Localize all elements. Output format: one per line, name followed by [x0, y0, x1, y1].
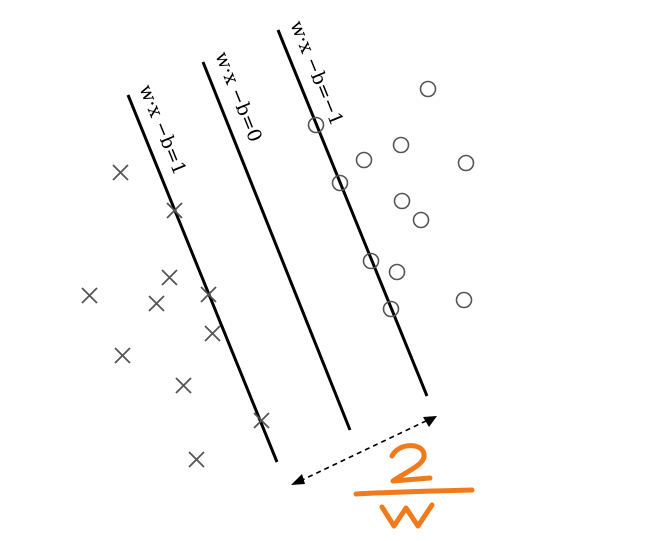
- decision-boundary-label: w·x −b=0: [210, 49, 266, 146]
- cross-marker: [161, 269, 178, 286]
- margin-denominator-text: w: [0, 0, 1, 1]
- margin-line-negative: [276, 29, 429, 397]
- circle-markers: [307, 80, 475, 318]
- margin-width-arrow: [291, 416, 437, 485]
- cross-marker: [204, 325, 221, 342]
- cross-marker: [81, 287, 98, 304]
- decision-boundary: [201, 61, 352, 431]
- arrowhead-right: [423, 416, 437, 427]
- fraction-bar: [353, 487, 475, 497]
- circle-marker: [419, 80, 437, 98]
- circle-marker: [331, 174, 349, 192]
- cross-marker: [188, 451, 205, 468]
- circle-marker: [392, 136, 410, 154]
- circle-marker: [388, 263, 406, 281]
- cross-marker: [253, 412, 270, 429]
- circle-marker: [362, 252, 380, 270]
- cross-marker: [175, 377, 192, 394]
- circle-marker: [355, 151, 373, 169]
- cross-marker: [148, 295, 165, 312]
- margin-line-positive: [126, 94, 279, 463]
- denominator-w: [379, 502, 435, 529]
- arrowhead-left: [291, 474, 305, 485]
- cross-marker: [166, 202, 183, 219]
- margin-fraction-annotation: [353, 443, 475, 529]
- cross-marker: [200, 286, 217, 303]
- cross-marker: [112, 164, 129, 181]
- cross-marker: [114, 347, 131, 364]
- circle-marker: [382, 300, 400, 318]
- circle-marker: [412, 211, 430, 229]
- circle-marker: [455, 291, 473, 309]
- numerator-two: [389, 443, 433, 484]
- circle-marker: [307, 116, 325, 134]
- cross-markers: [81, 164, 270, 468]
- circle-marker: [393, 192, 411, 210]
- circle-marker: [457, 154, 475, 172]
